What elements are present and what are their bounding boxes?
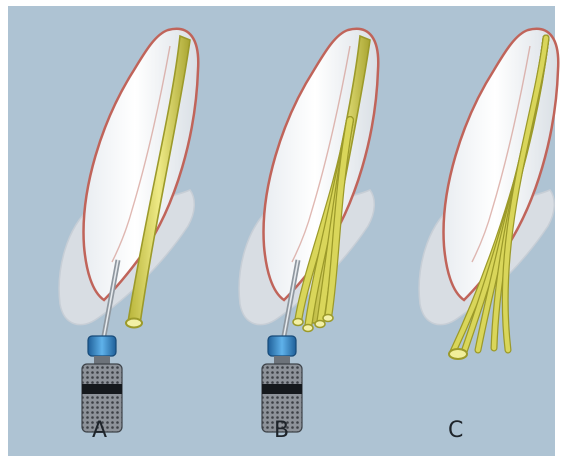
post-branch-end [323, 315, 333, 322]
fiber-end-cap [449, 349, 467, 359]
drill-collar [268, 336, 296, 356]
post-branch-end [315, 321, 325, 328]
panel-label-b: B [274, 420, 289, 442]
drill-neck [274, 356, 290, 364]
panel-label-a: A [92, 420, 107, 442]
drill-collar [88, 336, 116, 356]
drill-handle-band [82, 384, 122, 394]
panel-label-c: C [448, 420, 463, 442]
drill-handle-band [262, 384, 302, 394]
post-branch-end [293, 319, 303, 326]
drill-neck [94, 356, 110, 364]
post-end-cap [126, 319, 142, 328]
post-branch-end [303, 325, 313, 332]
